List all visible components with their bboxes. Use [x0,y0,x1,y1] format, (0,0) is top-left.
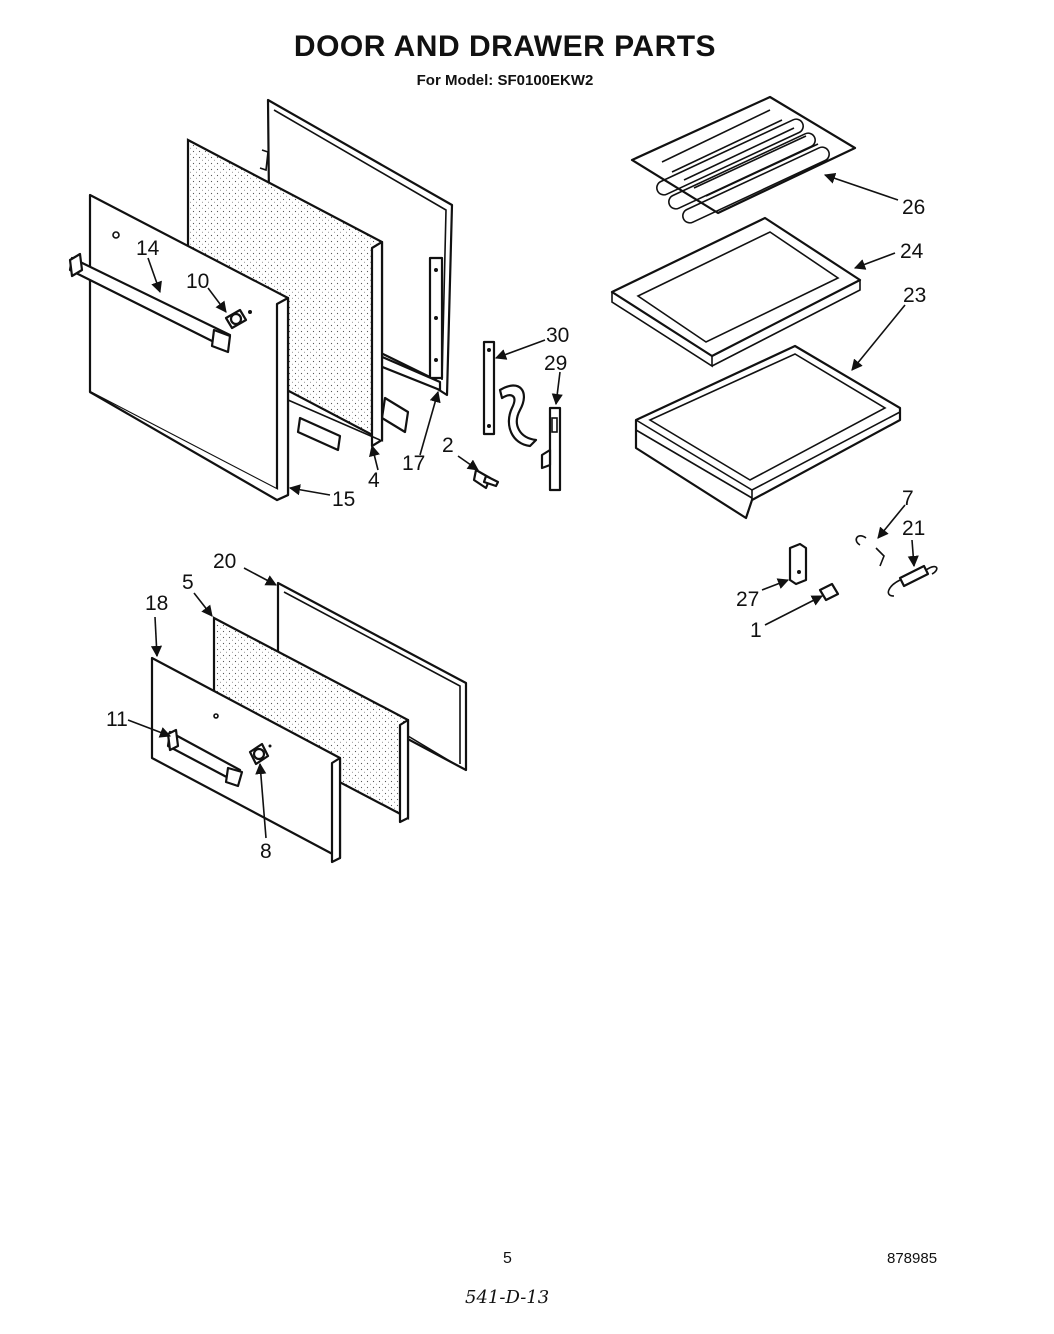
oven-door-handle-part-14 [68,252,232,354]
callout-29: 29 [544,352,567,375]
callout-17: 17 [402,452,425,475]
callout-labels: 14 10 4 15 17 2 30 29 26 24 23 7 21 27 1… [106,196,926,863]
callout-8: 8 [260,840,272,863]
door-hinge-part-30 [482,340,538,448]
bumper-part-2 [472,468,500,490]
callout-18: 18 [145,592,168,615]
drawer-back-panel-part-20 [276,581,468,772]
callout-5: 5 [182,571,194,594]
callout-23: 23 [903,284,926,307]
callout-21: 21 [902,517,925,540]
callout-27: 27 [736,588,759,611]
callout-7: 7 [902,487,914,510]
callout-26: 26 [902,196,925,219]
drawer-front-panel-part-18 [150,656,342,864]
model-subtitle: For Model: SF0100EKW2 [416,72,594,89]
callout-14: 14 [136,237,160,260]
hinge-receptacle-part-29 [540,406,562,492]
callout-30: 30 [546,324,569,347]
oven-door-panel-part-15 [88,193,290,502]
drawer-insulation-part-5 [212,616,410,824]
document-number: 878985 [887,1250,938,1267]
callout-24: 24 [900,240,924,263]
bracket-part-27 [788,542,808,586]
callout-20: 20 [213,550,236,573]
drawer-knob-part-8 [248,742,270,766]
door-knob-part-10 [224,308,248,330]
page-title: DOOR AND DRAWER PARTS [293,30,717,63]
broiler-grid-part-26 [630,95,857,224]
leader-lines [127,172,919,839]
callout-10: 10 [186,270,209,293]
screw-part-1 [818,582,840,602]
page-number: 5 [503,1250,512,1267]
callout-15: 15 [332,488,355,511]
broiler-pan-part-24 [610,216,862,368]
drawer-spring-part-21 [887,564,938,597]
callout-11: 11 [106,708,128,731]
spring-clip-part-7 [855,535,885,567]
storage-drawer-part-23 [634,344,902,520]
callout-2: 2 [442,434,454,457]
door-insulation-part-4 [186,138,384,452]
callout-1: 1 [750,619,762,642]
callout-4: 4 [368,469,380,492]
handwritten-note: 541-D-13 [465,1287,550,1308]
